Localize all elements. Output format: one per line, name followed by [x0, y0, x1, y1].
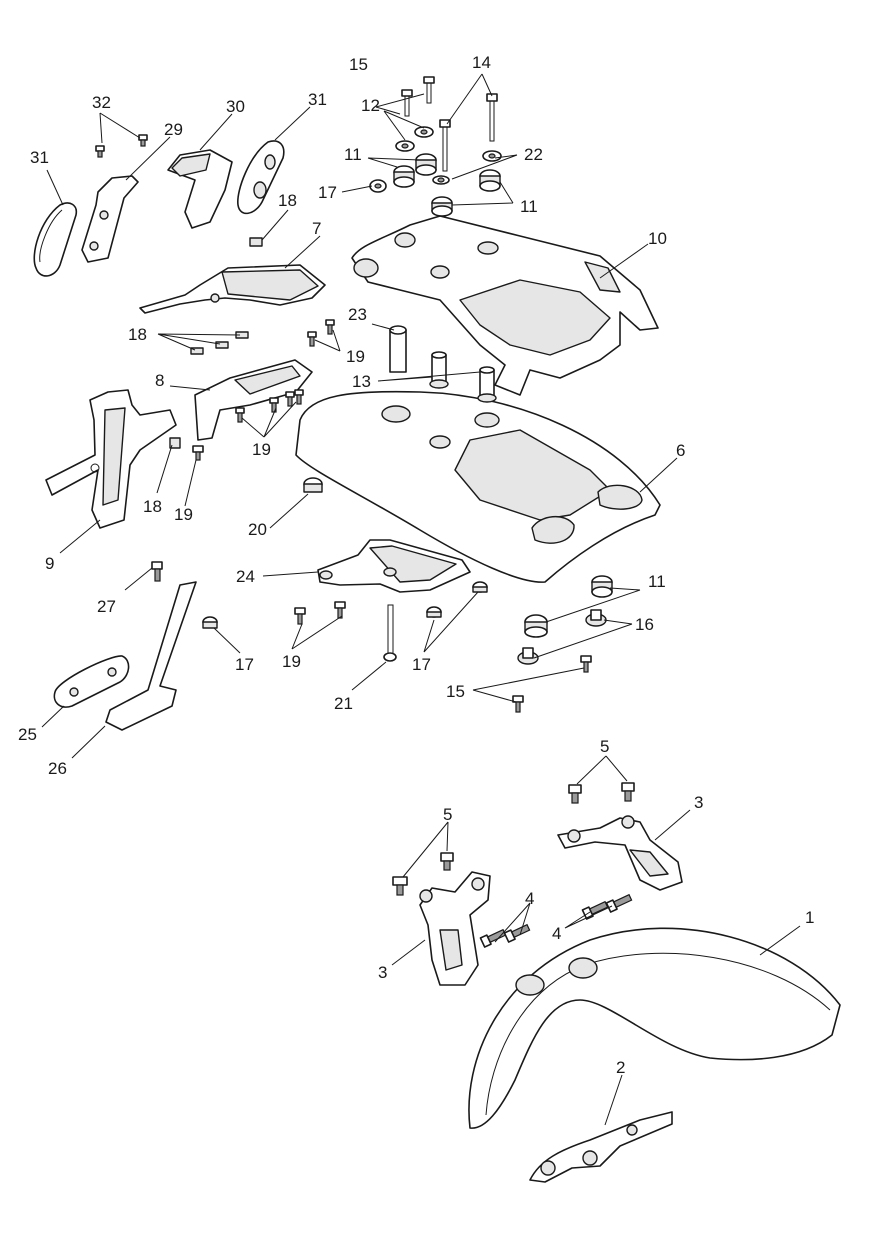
callout-3-right: 3: [694, 793, 703, 812]
front-mudguard: [468, 927, 841, 1129]
callout-18-middle: 18: [128, 325, 147, 344]
callout-7: 7: [312, 219, 321, 238]
callout-20: 20: [248, 520, 267, 539]
callout-27: 27: [97, 597, 116, 616]
callout-17-left: 17: [235, 655, 254, 674]
fork-bracket-left: [419, 871, 491, 986]
callout-5-left: 5: [443, 805, 452, 824]
small-screws-32: [95, 134, 148, 158]
callout-18-bottom: 18: [143, 497, 162, 516]
callout-12: 12: [361, 96, 380, 115]
callout-11-upper-right: 11: [520, 197, 538, 216]
callout-19-left: 19: [174, 505, 193, 524]
callout-15-bottom: 15: [446, 682, 465, 701]
long-bolt-21: [383, 604, 397, 662]
mudguard-bracket: [529, 1111, 673, 1183]
reflector-lens-left: [33, 202, 78, 277]
bolts-top: [401, 76, 498, 172]
callout-11-lower: 11: [648, 572, 666, 591]
callout-numbers: 1 2 3 3 4 4 5 5 6 7 8 9 10 11 11 11 12 1…: [18, 53, 814, 1077]
callout-10: 10: [648, 229, 667, 248]
callout-14: 14: [472, 53, 491, 72]
callout-32: 32: [92, 93, 111, 112]
callout-5-right: 5: [600, 737, 609, 756]
callout-18-top: 18: [278, 191, 297, 210]
callout-17-middle: 17: [412, 655, 431, 674]
callout-15-top: 15: [349, 55, 368, 74]
callout-31-right: 31: [308, 90, 327, 109]
hugger-bracket: [317, 539, 471, 593]
callout-19-upper: 19: [346, 347, 365, 366]
clips-and-screws: [169, 237, 346, 625]
callout-6: 6: [676, 441, 685, 460]
rear-subframe: [351, 215, 659, 396]
callout-25: 25: [18, 725, 37, 744]
callout-29: 29: [164, 120, 183, 139]
spacers: [389, 325, 497, 403]
callout-24: 24: [236, 567, 255, 586]
callout-4-left: 4: [525, 889, 534, 908]
number-plate-mount: [45, 389, 177, 529]
number-plate-bracket-upper: [139, 264, 326, 314]
callout-16: 16: [635, 615, 654, 634]
nuts-17: [202, 581, 488, 629]
callout-4-right: 4: [552, 924, 561, 943]
callout-3-left: 3: [378, 963, 387, 982]
callout-21: 21: [334, 694, 353, 713]
callout-1: 1: [805, 908, 814, 927]
callout-13: 13: [352, 372, 371, 391]
callout-31-left: 31: [30, 148, 49, 167]
callout-22: 22: [524, 145, 543, 164]
reflector-lens-right: [237, 140, 285, 215]
callout-2: 2: [616, 1058, 625, 1077]
callout-19-lower: 19: [282, 652, 301, 671]
lower-fixings: [512, 575, 613, 713]
callout-8: 8: [155, 371, 164, 390]
grommet-20: [303, 477, 323, 493]
callout-9: 9: [45, 554, 54, 573]
reflector-housing: [167, 149, 233, 229]
rear-mudguard: [295, 390, 661, 583]
number-plate-strip: [105, 581, 197, 731]
number-plate-spacer: [53, 655, 130, 708]
grommets: [369, 126, 502, 217]
leader-lines: [41, 73, 801, 1126]
screw-27: [151, 561, 163, 582]
callout-23: 23: [348, 305, 367, 324]
fork-bracket-right: [557, 815, 683, 891]
reflector-mount: [81, 175, 139, 263]
callout-26: 26: [48, 759, 67, 778]
callout-30: 30: [226, 97, 245, 116]
callout-17-top: 17: [318, 183, 337, 202]
callout-11-upper-left: 11: [344, 145, 362, 164]
callout-19-middle: 19: [252, 440, 271, 459]
